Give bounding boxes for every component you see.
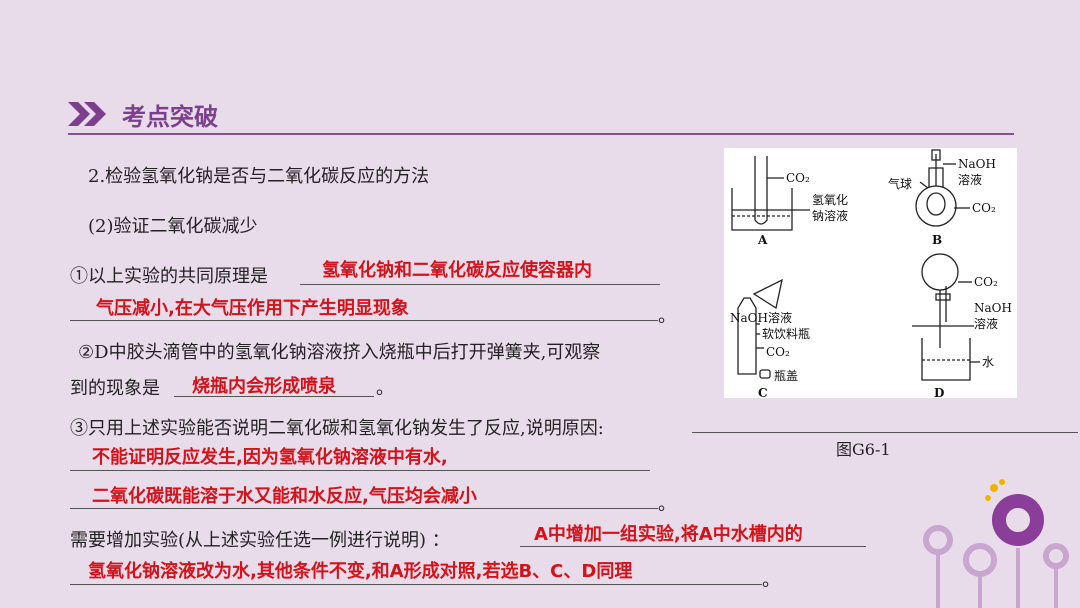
fig-d-naoh2: 溶液: [974, 316, 998, 331]
q1-answer-line1: 氢氧化钠和二氧化碳反应使容器内: [322, 260, 592, 281]
fig-d-water: 水: [982, 355, 994, 369]
q1-answer-line2: 气压减小,在大气压作用下产生明显现象: [96, 298, 409, 319]
q2-line1: ②D中胶头滴管中的氢氧化钠溶液挤入烧瓶中后打开弹簧夹,可观察: [78, 342, 601, 363]
fig-c-cap: 瓶盖: [774, 369, 798, 383]
q1-period: 。: [658, 306, 676, 327]
figure-caption: 图G6-1: [836, 440, 891, 459]
header-divider: [68, 133, 1014, 135]
q3-underline-1: [70, 470, 650, 471]
q2-underline: [174, 396, 374, 397]
fig-a-gas: CO₂: [786, 171, 810, 185]
q3-period: 。: [658, 494, 676, 515]
q3-text: ③只用上述实验能否说明二氧化碳和氢氧化钠发生了反应,说明原因:: [70, 418, 604, 439]
section-title: 考点突破: [122, 103, 218, 131]
q4-period: 。: [762, 570, 780, 591]
q3-answer-line1: 不能证明反应发生,因为氢氧化钠溶液中有水,: [92, 447, 448, 468]
q1-underline-2: [70, 320, 658, 321]
double-chevron-icon: [68, 102, 106, 126]
q2-period: 。: [376, 378, 394, 399]
apparatus-diagram: CO₂ 氢氧化 钠溶液 A NaOH 溶液 气球 CO₂ B NaOH溶液 软饮…: [730, 149, 1012, 400]
q2-answer: 烧瓶内会形成喷泉: [192, 376, 336, 397]
q3-answer-line2: 二氧化碳既能溶于水又能和水反应,气压均会减小: [92, 486, 477, 507]
q4-answer-line1: A中增加一组实验,将A中水槽内的: [534, 524, 803, 545]
q2-prefix: 到的现象是: [70, 378, 160, 399]
fig-a-letter: A: [757, 233, 768, 247]
question-title: 2.检验氢氧化钠是否与二氧化碳反应的方法: [88, 166, 430, 187]
fig-d-gas: CO₂: [974, 275, 998, 289]
fig-b-letter: B: [932, 233, 942, 247]
q1-prefix: ①以上实验的共同原理是: [70, 266, 268, 287]
q4-answer-line2: 氢氧化钠溶液改为水,其他条件不变,和A形成对照,若选B、C、D同理: [88, 561, 633, 582]
q4-prefix: 需要增加实验(从上述实验任选一例进行说明) ：: [70, 530, 450, 551]
decorative-flowers-icon: [923, 479, 1069, 608]
question-subtitle: (2)验证二氧化碳减少: [88, 216, 258, 237]
q1-underline-1: [300, 284, 660, 285]
q4-underline-1: [520, 546, 866, 547]
fig-a-sol2: 钠溶液: [812, 208, 848, 223]
q3-underline-2: [70, 508, 658, 509]
fig-c-bottle: 软饮料瓶: [762, 327, 810, 341]
fig-b-naoh2: 溶液: [958, 172, 982, 187]
fig-d-letter: D: [934, 386, 944, 398]
fig-b-balloon: 气球: [888, 176, 912, 191]
fig-c-naoh: NaOH溶液: [730, 310, 792, 325]
q3-underline-0: [692, 432, 1078, 433]
fig-b-gas: CO₂: [972, 201, 996, 215]
experiment-figure: CO₂ 氢氧化 钠溶液 A NaOH 溶液 气球 CO₂ B NaOH溶液 软饮…: [724, 148, 1017, 400]
q4-underline-2: [70, 584, 762, 585]
fig-c-letter: C: [758, 386, 768, 398]
fig-d-naoh1: NaOH: [974, 301, 1012, 315]
fig-a-sol1: 氢氧化: [812, 192, 848, 207]
fig-b-naoh1: NaOH: [958, 157, 996, 171]
fig-c-gas: CO₂: [766, 345, 790, 359]
